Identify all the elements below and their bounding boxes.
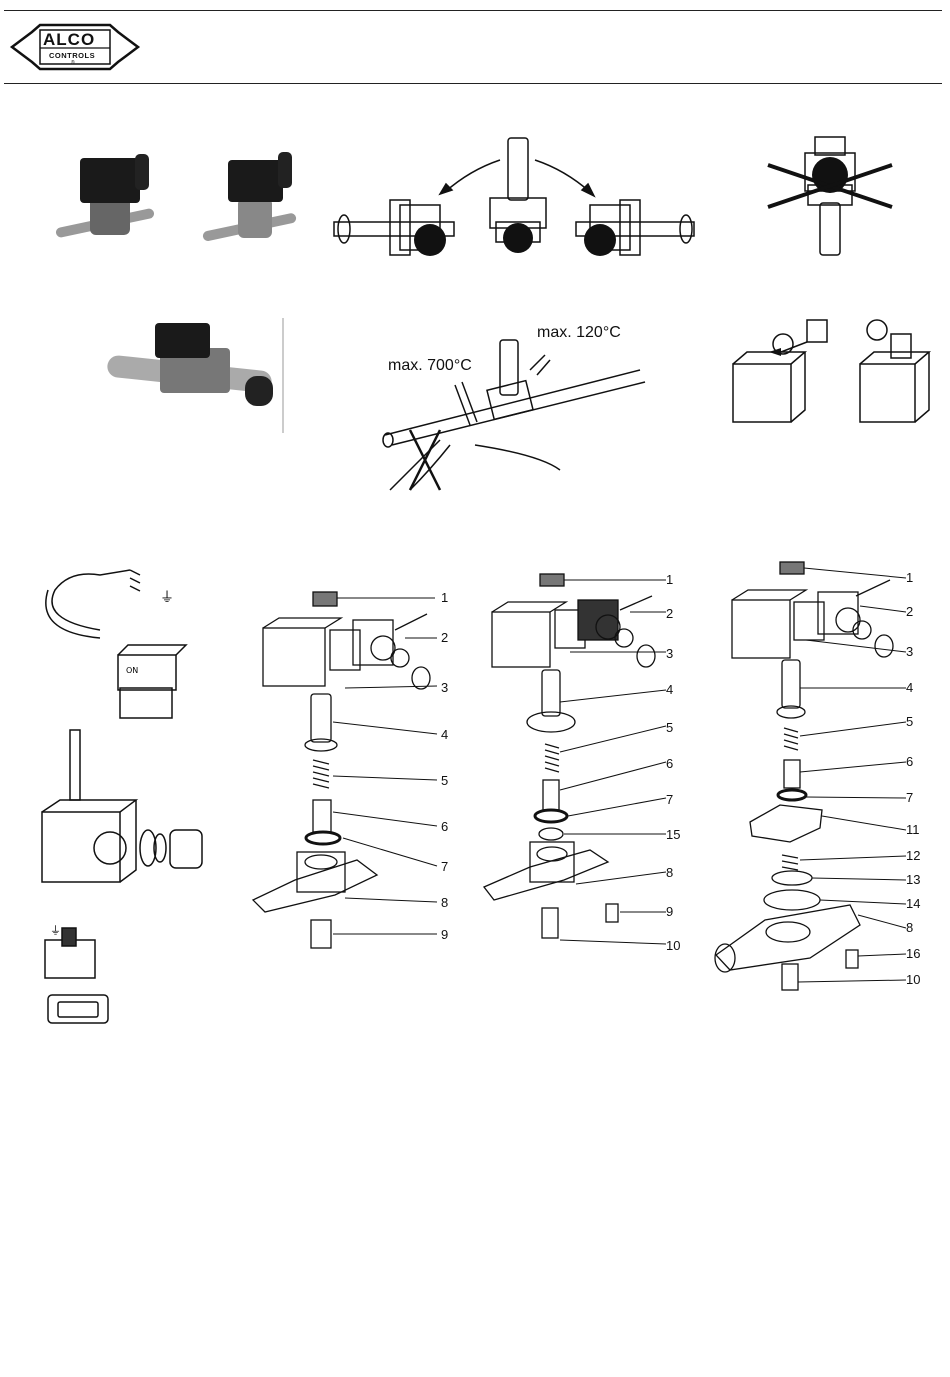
label-a-3: 3 bbox=[441, 680, 448, 695]
temp-right: max. 120°C bbox=[537, 324, 621, 342]
label-a-9: 9 bbox=[441, 927, 448, 942]
coil-connector-diagram bbox=[40, 730, 210, 905]
exploded-view-c: 1 2 3 4 5 6 7 11 12 13 14 8 16 10 bbox=[710, 560, 910, 1000]
valve-photo-2 bbox=[200, 150, 310, 255]
label-a-5: 5 bbox=[441, 773, 448, 788]
svg-text:⏚: ⏚ bbox=[50, 924, 61, 937]
label-b-2: 2 bbox=[666, 606, 673, 621]
label-c-8: 8 bbox=[906, 920, 913, 935]
label-c-4: 4 bbox=[906, 680, 913, 695]
exploded-view-a: 1 2 3 4 5 6 7 8 9 bbox=[245, 590, 455, 970]
header-bottom-rule bbox=[4, 83, 942, 84]
label-a-8: 8 bbox=[441, 895, 448, 910]
incorrect-mounting-diagram bbox=[760, 135, 900, 265]
logo-sub: CONTROLS bbox=[49, 51, 95, 60]
label-b-3: 3 bbox=[666, 646, 673, 661]
label-b-6: 6 bbox=[666, 756, 673, 771]
label-c-16: 16 bbox=[906, 946, 920, 961]
label-c-12: 12 bbox=[906, 848, 920, 863]
label-b-8: 8 bbox=[666, 865, 673, 880]
label-a-4: 4 bbox=[441, 727, 448, 742]
brazing-diagram: max. 700°C max. 120°C bbox=[380, 330, 650, 500]
header-top-rule bbox=[4, 10, 942, 11]
label-b-1: 1 bbox=[666, 572, 673, 587]
label-a-7: 7 bbox=[441, 859, 448, 874]
label-b-10: 10 bbox=[666, 938, 680, 953]
label-c-7: 7 bbox=[906, 790, 913, 805]
label-b-9: 9 bbox=[666, 904, 673, 919]
label-a-6: 6 bbox=[441, 819, 448, 834]
valve-photo-3 bbox=[105, 318, 285, 438]
label-c-1: 1 bbox=[906, 570, 913, 585]
valve-photo-1 bbox=[50, 150, 170, 255]
label-a-2: 2 bbox=[441, 630, 448, 645]
label-c-6: 6 bbox=[906, 754, 913, 769]
mounting-orientation-diagram bbox=[330, 130, 700, 275]
label-c-11: 11 bbox=[906, 822, 920, 837]
exploded-view-b: 1 2 3 4 5 6 7 15 8 9 10 bbox=[480, 572, 680, 967]
label-a-1: 1 bbox=[441, 590, 448, 605]
svg-text:ON: ON bbox=[126, 666, 138, 675]
label-c-3: 3 bbox=[906, 644, 913, 659]
svg-text:⏚: ⏚ bbox=[160, 590, 174, 606]
logo-brand: ALCO bbox=[43, 30, 95, 50]
label-c-10: 10 bbox=[906, 972, 920, 987]
terminal-block-diagram: ⏚ bbox=[40, 920, 140, 1035]
label-c-2: 2 bbox=[906, 604, 913, 619]
label-c-5: 5 bbox=[906, 714, 913, 729]
alco-logo: ALCO CONTROLS ® bbox=[10, 22, 140, 72]
label-c-14: 14 bbox=[906, 896, 920, 911]
logo-mark: ® bbox=[71, 60, 75, 66]
temp-left: max. 700°C bbox=[388, 357, 472, 375]
label-b-15: 15 bbox=[666, 827, 680, 842]
label-c-13: 13 bbox=[906, 872, 920, 887]
coil-clip-diagram bbox=[725, 312, 945, 432]
coil-cable-diagram: ⏚ ON bbox=[40, 560, 190, 725]
label-b-7: 7 bbox=[666, 792, 673, 807]
label-b-4: 4 bbox=[666, 682, 673, 697]
label-b-5: 5 bbox=[666, 720, 673, 735]
